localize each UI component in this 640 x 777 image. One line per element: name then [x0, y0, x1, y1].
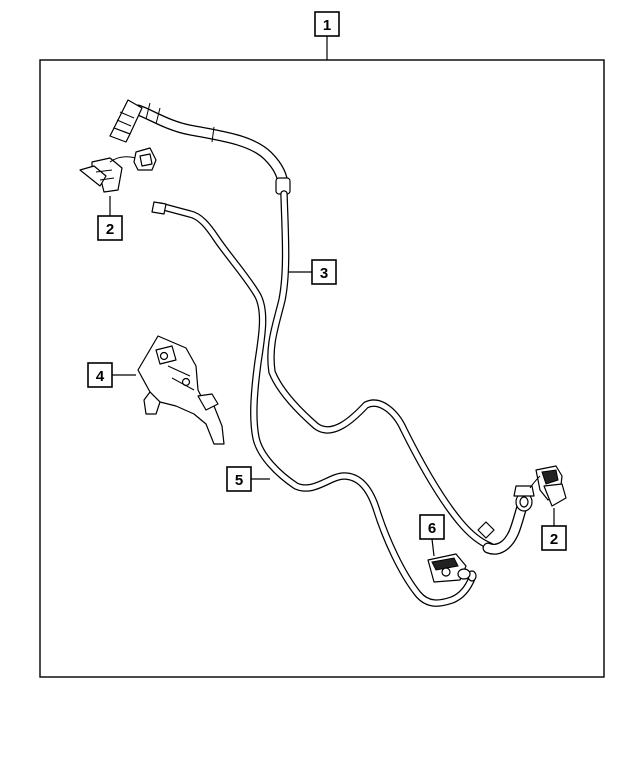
callout-1-label: 1 — [323, 17, 331, 34]
part-2-lower-sensor[interactable] — [529, 465, 567, 507]
part-4-bracket-ribs — [167, 365, 195, 391]
callout-6-leader — [431, 538, 435, 557]
part-4-bracket[interactable] — [137, 335, 225, 445]
callout-2-lower-label: 2 — [550, 531, 558, 548]
part-6-clip-top — [431, 557, 459, 571]
callout-4[interactable]: 4 — [87, 362, 136, 388]
callout-6-label: 6 — [428, 520, 436, 537]
callout-2-upper-label: 2 — [106, 221, 114, 238]
part-4-bracket-foot — [143, 391, 161, 415]
part-5-tube-inner — [157, 203, 475, 606]
callout-3[interactable]: 3 — [288, 259, 337, 285]
part-3-tube-inner — [268, 191, 493, 549]
callout-4-label: 4 — [96, 368, 105, 385]
callout-6-box — [419, 514, 445, 540]
part-3-hose-upper-inner — [133, 105, 288, 191]
part-2-lower-wire — [529, 475, 541, 489]
part-3-tube-outer — [267, 190, 494, 550]
part-2-upper-wire — [109, 156, 137, 163]
callout-5[interactable]: 5 — [226, 466, 270, 492]
part-2-upper-sensor[interactable] — [79, 147, 157, 193]
callout-2-lower[interactable]: 2 — [541, 508, 567, 551]
part-4-bolt-hole-1 — [159, 351, 169, 361]
part-3-lower-connector — [513, 485, 535, 512]
callout-2-upper-box — [97, 215, 123, 241]
part-3-upper-connector — [109, 99, 143, 143]
callout-3-label: 3 — [320, 265, 328, 282]
assembly-frame — [39, 59, 605, 678]
callout-2-lower-box — [541, 525, 567, 551]
part-6-clip-ring — [457, 568, 471, 580]
part-3-hose-line[interactable] — [109, 99, 535, 555]
part-2-lower-cap — [541, 469, 559, 485]
part-4-bracket-plate — [137, 335, 225, 445]
callout-3-box — [311, 259, 337, 285]
part-3-hose-rings — [145, 102, 215, 143]
callout-6[interactable]: 6 — [419, 514, 445, 557]
part-5-tube[interactable] — [151, 201, 477, 607]
part-2-upper-detail — [95, 169, 115, 181]
callout-2-upper[interactable]: 2 — [97, 196, 123, 241]
part-5-flare-end — [151, 201, 167, 215]
part-6-clip-hole — [441, 567, 451, 577]
part-2-upper-tab — [79, 165, 107, 187]
part-2-upper-clip — [133, 147, 157, 171]
part-4-bracket-clip — [197, 393, 219, 411]
part-2-lower-bracket — [543, 483, 567, 507]
callout-1[interactable]: 1 — [314, 11, 340, 60]
part-6-clip[interactable] — [427, 553, 471, 583]
callout-5-label: 5 — [235, 472, 243, 489]
part-3-bleed-stub — [477, 521, 495, 539]
